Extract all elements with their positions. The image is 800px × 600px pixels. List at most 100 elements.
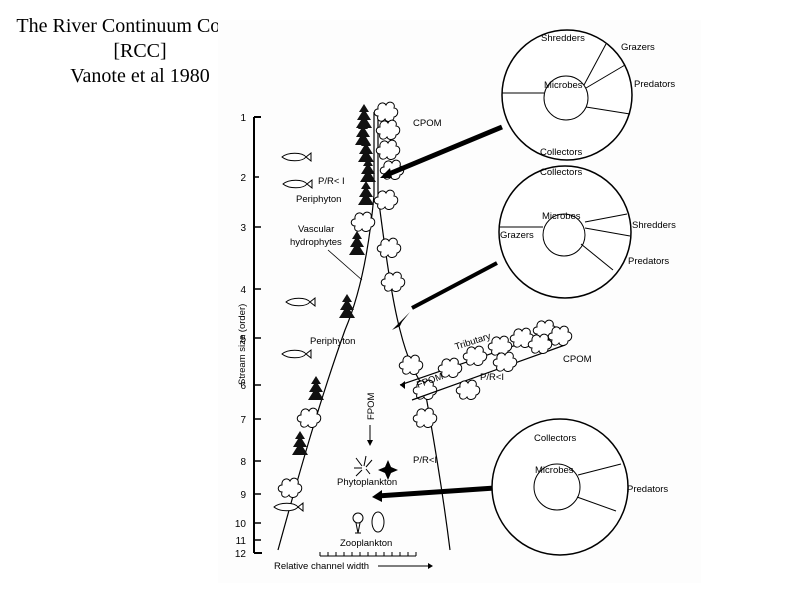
pr-label-lower: P/R<I	[413, 455, 437, 466]
conifer-tree-icon	[292, 431, 308, 455]
pr-label-upper: P/R< I	[318, 176, 345, 187]
y-tick-label: 9	[240, 490, 246, 501]
fpom-label-vertical: FPOM	[366, 392, 377, 420]
collectors-label: Collectors	[540, 147, 582, 158]
y-tick-label: 10	[235, 519, 247, 530]
x-scale-bar	[319, 552, 417, 557]
segment-divider	[576, 496, 617, 512]
grazers-label: Grazers	[500, 230, 534, 241]
deciduous-tree-icon	[375, 119, 401, 140]
deciduous-tree-icon	[350, 211, 376, 232]
microbes-label: Microbes	[535, 465, 574, 476]
microbes-circle	[542, 213, 586, 257]
y-axis-label: Stream size (order)	[237, 304, 248, 385]
periphyton-label-mid: Periphyton	[310, 336, 355, 347]
conifer-tree-icon	[339, 294, 355, 318]
conifer-tree-icon	[349, 231, 365, 255]
segment-divider	[584, 213, 628, 223]
deciduous-tree-icon	[380, 271, 406, 292]
shredders-label: Shredders	[541, 33, 585, 44]
fish-icon	[285, 297, 316, 307]
arrow-head-icon	[380, 168, 392, 178]
title-line-2: [RCC]	[113, 40, 167, 62]
y-tick-label: 2	[240, 173, 246, 184]
microbes-label: Microbes	[544, 80, 583, 91]
y-tick-label: 7	[240, 415, 246, 426]
segment-divider	[580, 243, 614, 271]
collectors-label: Collectors	[534, 433, 576, 444]
fish-icon	[281, 152, 312, 162]
slide-title: The River Continuum Concept [RCC] Vanote…	[0, 14, 280, 89]
arrow-left-icon	[400, 381, 405, 389]
zooplankton-label: Zooplankton	[340, 538, 392, 549]
deciduous-tree-icon	[376, 237, 402, 258]
phytoplankton-icon	[354, 455, 373, 477]
zooplankton-body	[355, 522, 361, 534]
large-river-community-circle: Collectors Predators Microbes	[491, 418, 668, 556]
x-axis-label: Relative channel width	[274, 561, 369, 572]
segment-divider	[584, 227, 631, 237]
arrow-right-icon	[428, 563, 433, 569]
midreach-community-circle: Collectors Shredders Predators Grazers M…	[498, 165, 676, 299]
zooplankton-icon	[371, 511, 385, 533]
segment-divider	[585, 64, 626, 89]
cpom-label-upper: CPOM	[413, 118, 442, 129]
conifer-tree-icon	[308, 376, 324, 400]
predators-label: Predators	[628, 256, 669, 267]
phytoplankton-star-icon	[378, 460, 398, 480]
arrow-down-icon	[367, 440, 373, 446]
arrow-to-large-river-circle	[377, 485, 496, 499]
microbes-circle	[543, 75, 589, 121]
deciduous-tree-icon	[375, 139, 401, 160]
headwaters-community-circle: Shredders Grazers Predators Collectors M…	[501, 29, 675, 161]
segment-divider	[585, 106, 631, 115]
collectors-label: Collectors	[540, 167, 582, 178]
predators-label: Predators	[627, 484, 668, 495]
arrow-head-icon	[372, 490, 382, 502]
pointer-arrows	[372, 124, 503, 502]
y-tick-label: 8	[240, 457, 246, 468]
y-tick-label: 5	[240, 334, 246, 345]
shredders-label: Shredders	[632, 220, 676, 231]
fish-icon	[273, 502, 304, 512]
y-tick-label: 12	[235, 549, 247, 560]
vascular-label-line2: hydrophytes	[290, 237, 342, 248]
title-line-3: Vanote et al 1980	[70, 65, 210, 87]
microbes-label: Microbes	[542, 211, 581, 222]
y-tick-label: 11	[236, 536, 247, 547]
y-tick-label: 6	[240, 381, 246, 392]
deciduous-tree-icon	[398, 354, 424, 375]
grazers-label: Grazers	[621, 42, 655, 53]
fish-group	[273, 152, 316, 512]
arrow-head-icon	[392, 312, 410, 330]
fish-icon	[282, 179, 313, 189]
pr-label-tributary: P/R<I	[480, 372, 504, 383]
predators-label: Predators	[634, 79, 675, 90]
microbes-circle	[533, 463, 581, 511]
y-axis: 1 2 3 4 5 6 7 8 9 10 11 12 Stream size (…	[235, 113, 262, 560]
y-tick-label: 4	[240, 285, 246, 296]
zooplankton-icon	[352, 512, 364, 524]
conifer-tree-icon	[358, 181, 374, 205]
arrow-to-midreach-circle	[411, 261, 498, 310]
periphyton-label-upper: Periphyton	[296, 194, 341, 205]
deciduous-tree-icon	[277, 477, 303, 498]
y-tick-label: 3	[240, 223, 246, 234]
x-axis: Relative channel width	[274, 552, 433, 572]
fish-icon	[281, 349, 312, 359]
tributary-bank-lower	[411, 344, 566, 401]
y-tick-label: 1	[240, 113, 246, 124]
tributary	[399, 319, 573, 401]
title-line-1: The River Continuum Concept	[16, 15, 264, 37]
vascular-pointer-line	[327, 249, 363, 281]
segment-divider	[577, 463, 622, 476]
arrow-to-headwaters-circle	[383, 124, 503, 179]
deciduous-tree-icon	[373, 101, 399, 122]
phytoplankton-label: Phytoplankton	[337, 477, 397, 488]
vascular-label-line1: Vascular	[298, 224, 334, 235]
deciduous-tree-icon	[412, 407, 438, 428]
segment-divider	[583, 43, 607, 86]
deciduous-tree-icon	[296, 407, 322, 428]
cpom-label-tributary: CPOM	[563, 354, 592, 365]
